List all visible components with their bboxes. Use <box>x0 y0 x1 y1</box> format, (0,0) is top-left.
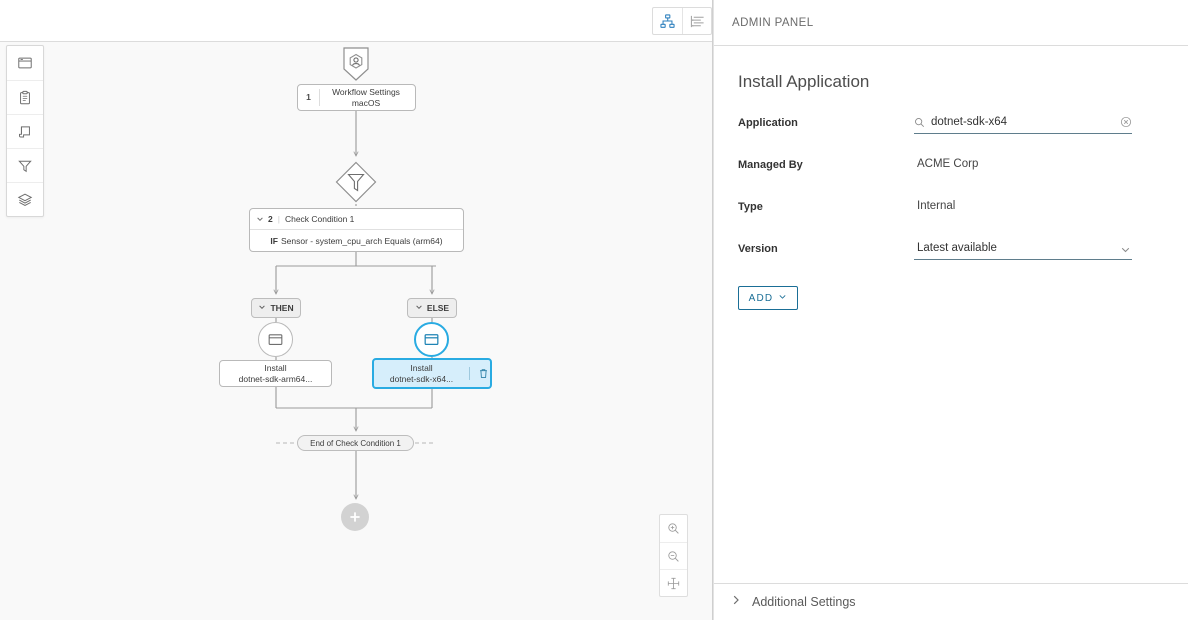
add-step-button[interactable] <box>341 503 369 531</box>
install-action-line1: Install <box>264 363 287 373</box>
install-action-line2: dotnet-sdk-arm64... <box>238 373 313 384</box>
add-button[interactable]: ADD <box>738 286 798 310</box>
node-divider <box>469 367 470 380</box>
node-install-else-selected[interactable]: Install dotnet-sdk-x64... <box>372 358 492 389</box>
application-search-input[interactable]: dotnet-sdk-x64 <box>914 116 1132 134</box>
field-managed-by: Managed By ACME Corp <box>738 156 1164 176</box>
tool-palette[interactable] <box>6 45 44 217</box>
hierarchy-view-icon[interactable] <box>653 8 682 34</box>
panel-body: Install Application Application dotnet-s… <box>714 46 1188 310</box>
condition-if-keyword: IF <box>270 235 278 246</box>
managed-by-value: ACME Corp <box>917 158 979 170</box>
search-icon <box>914 117 925 131</box>
branch-label-then: THEN <box>270 303 294 313</box>
zoom-out-icon[interactable] <box>660 542 687 569</box>
chevron-down-icon <box>778 292 787 304</box>
field-label-type: Type <box>738 201 763 213</box>
condition-diamond-icon <box>334 160 378 204</box>
clipboard-icon[interactable] <box>7 80 43 114</box>
end-label: End of Check Condition 1 <box>310 438 401 448</box>
install-action-line1: Install <box>410 363 433 373</box>
zoom-in-icon[interactable] <box>660 515 687 542</box>
condition-separator: | <box>277 214 280 224</box>
node-title: Workflow Settings <box>332 87 400 97</box>
additional-settings-section[interactable]: Additional Settings <box>714 583 1188 620</box>
list-view-icon[interactable] <box>682 8 711 34</box>
else-action-icon[interactable] <box>414 322 449 357</box>
chevron-down-icon <box>415 303 423 313</box>
script-icon[interactable] <box>7 114 43 148</box>
application-value: dotnet-sdk-x64 <box>931 116 1008 128</box>
field-application: Application dotnet-sdk-x64 <box>738 114 1164 134</box>
version-select[interactable]: Latest available <box>914 242 1132 260</box>
type-value: Internal <box>917 200 956 212</box>
condition-title: Check Condition 1 <box>284 214 355 224</box>
node-check-condition[interactable]: 2 | Check Condition 1 IF Sensor - system… <box>249 208 464 252</box>
then-action-icon[interactable] <box>258 322 293 357</box>
node-end-of-condition: End of Check Condition 1 <box>297 435 414 451</box>
layers-icon[interactable] <box>7 182 43 216</box>
filter-icon[interactable] <box>7 148 43 182</box>
chevron-down-icon <box>1120 244 1131 258</box>
field-label-version: Version <box>738 243 778 255</box>
admin-panel: ADMIN PANEL Install Application Applicat… <box>713 0 1188 620</box>
field-label-managed-by: Managed By <box>738 159 803 171</box>
chevron-right-icon <box>730 593 742 611</box>
node-workflow-settings[interactable]: 1 Workflow Settings macOS <box>297 84 416 111</box>
additional-settings-label: Additional Settings <box>752 595 856 609</box>
install-action-line2: dotnet-sdk-x64... <box>389 373 454 384</box>
condition-number: 2 <box>268 214 273 224</box>
node-subtitle: macOS <box>351 97 381 108</box>
view-mode-toggle[interactable] <box>652 7 712 35</box>
flow-connectors <box>0 111 436 620</box>
panel-header-title: ADMIN PANEL <box>732 16 814 29</box>
add-button-label: ADD <box>748 292 774 304</box>
page-title: Install Application <box>738 72 870 91</box>
branch-label-else: ELSE <box>426 303 450 313</box>
workflow-start-badge-icon <box>336 44 376 84</box>
fit-to-screen-icon[interactable] <box>660 569 687 596</box>
version-value: Latest available <box>917 242 997 254</box>
panel-header: ADMIN PANEL <box>714 0 1188 46</box>
field-version: Version Latest available <box>738 240 1164 260</box>
canvas-toolbar <box>0 0 712 42</box>
field-label-application: Application <box>738 117 798 129</box>
chevron-down-icon <box>258 303 266 313</box>
field-type: Type Internal <box>738 198 1164 218</box>
application-icon[interactable] <box>7 46 43 80</box>
workflow-canvas[interactable]: 1 Workflow Settings macOS 2 | <box>0 0 713 620</box>
branch-pill-else[interactable]: ELSE <box>407 298 457 318</box>
branch-pill-then[interactable]: THEN <box>251 298 301 318</box>
node-number: 1 <box>298 89 320 106</box>
zoom-controls[interactable] <box>659 514 688 597</box>
delete-icon[interactable] <box>476 368 490 379</box>
node-install-then[interactable]: Install dotnet-sdk-arm64... <box>219 360 332 387</box>
clear-icon[interactable] <box>1120 116 1132 131</box>
condition-expression: Sensor - system_cpu_arch Equals (arm64) <box>280 235 443 246</box>
chevron-down-icon[interactable] <box>256 215 264 223</box>
